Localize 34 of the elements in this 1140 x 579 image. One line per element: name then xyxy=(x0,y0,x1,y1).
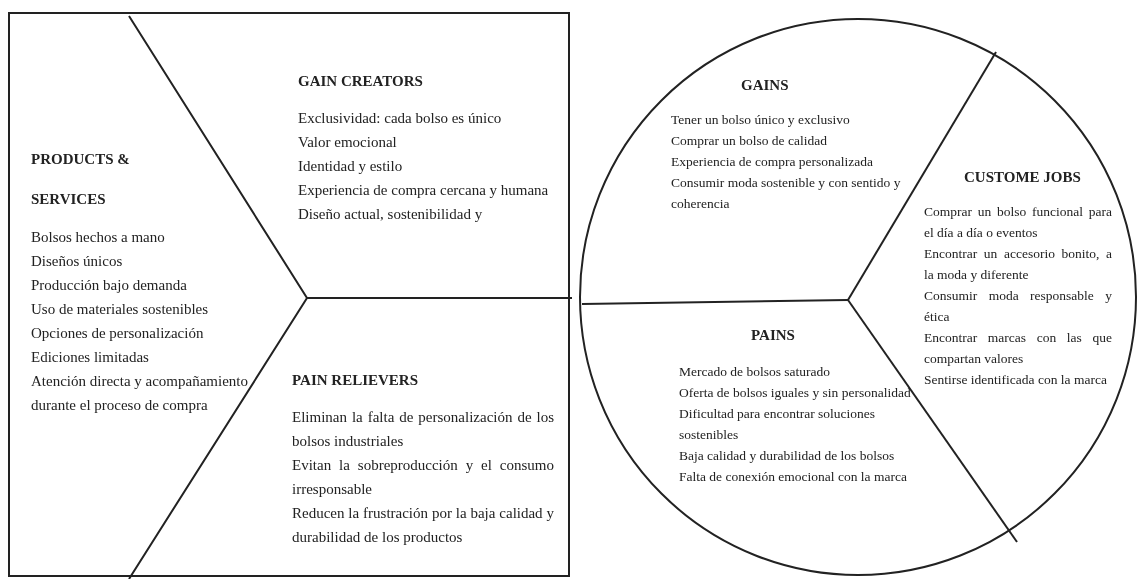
list-item: Valor emocional xyxy=(298,133,398,152)
list-item: Exclusividad: cada bolso es único xyxy=(298,109,503,128)
section-heading: CUSTOME JOBS xyxy=(963,168,1082,187)
list-item: Oferta de bolsos iguales y sin personalidad xyxy=(679,383,912,402)
list-item: Sentirse identificada con la marca xyxy=(924,370,1108,389)
list-item: Opciones de personalización xyxy=(31,324,205,343)
list-item: Atención directa y acompañamiento durante el proceso de compra xyxy=(31,372,249,415)
list-item: Encontrar marcas con las que compartan valores xyxy=(924,328,1112,368)
list-item: Evitan la sobreproducción y el consumo irresponsable xyxy=(292,456,554,499)
list-item: Experiencia de compra personalizada xyxy=(671,152,875,171)
list-item: Tener un bolso único y exclusivo xyxy=(671,110,851,129)
section-heading: GAINS xyxy=(740,76,790,95)
list-item: Consumir moda responsable y ética xyxy=(924,286,1112,326)
list-item: Bolsos hechos a mano xyxy=(31,228,166,247)
list-item: Comprar un bolso funcional para el día a día o eventos xyxy=(924,202,1112,242)
list-item: Comprar un bolso de calidad xyxy=(671,131,828,150)
list-item: Reducen la frustración por la baja calidad y durabilidad de los productos xyxy=(292,504,554,547)
list-item: Encontrar un accesorio bonito, a la moda y diferente xyxy=(924,244,1112,284)
list-item: Uso de materiales sostenibles xyxy=(31,300,210,319)
section-heading: PAIN RELIEVERS xyxy=(292,371,419,390)
list-item: Consumir moda sostenible y con sentido y coherencia xyxy=(671,173,902,213)
list-item: Diseño actual, sostenibilidad y xyxy=(298,205,484,224)
section-heading: PRODUCTS & SERVICES xyxy=(31,150,131,209)
list-item: Producción bajo demanda xyxy=(31,276,188,295)
canvas-square xyxy=(8,12,570,577)
list-item: Baja calidad y durabilidad de los bolsos xyxy=(679,446,896,465)
list-item: Experiencia de compra cercana y humana xyxy=(298,181,550,200)
list-item: Identidad y estilo xyxy=(298,157,404,176)
section-heading: GAIN CREATORS xyxy=(298,72,424,91)
list-item: Eliminan la falta de personalización de los bolsos industriales xyxy=(292,408,554,451)
list-item: Diseños únicos xyxy=(31,252,124,271)
list-item: Ediciones limitadas xyxy=(31,348,150,367)
list-item: Falta de conexión emocional con la marca xyxy=(679,467,908,486)
list-item: Dificultad para encontrar soluciones sostenibles xyxy=(679,404,877,444)
